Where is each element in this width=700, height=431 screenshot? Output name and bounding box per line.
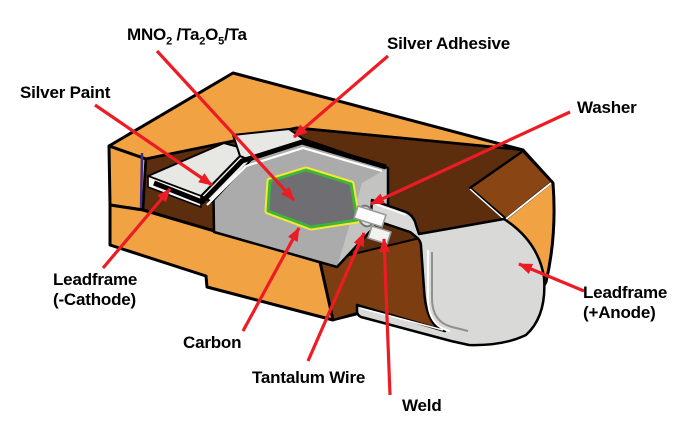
label-mno2-sub: 2 [199, 35, 206, 48]
label-mno2-part: MNO [127, 25, 167, 44]
anode-leadframe [355, 198, 546, 347]
cathode-layer-stack [147, 128, 387, 208]
label-leadframe-cathode-line2: (-Cathode) [53, 290, 136, 310]
arrow-silver-paint [94, 103, 213, 187]
label-mno2-part: /Ta [171, 25, 200, 44]
label-mno2-part: /Ta [224, 25, 247, 44]
leadframe-arm-highlight [374, 203, 407, 216]
label-mno2: MNO2 /Ta2O5/Ta [127, 25, 247, 48]
arrow-leadframe-cathode [101, 187, 172, 270]
label-washer: Washer [577, 98, 637, 117]
left-wall-edge-accent [139, 152, 144, 212]
leadframe-bend-line [431, 252, 469, 332]
molding-edge-highlight-2 [469, 188, 506, 221]
label-leadframe-anode-line2: (+Anode) [583, 303, 656, 323]
label-leadframe-anode-line1: Leadframe [583, 283, 668, 302]
label-leadframe-anode: Leadframe (+Anode) [583, 283, 667, 323]
molding-sloped-face [468, 149, 554, 221]
label-weld: Weld [402, 396, 442, 415]
label-carbon: Carbon [183, 333, 242, 352]
label-tantalum-wire: Tantalum Wire [252, 368, 366, 387]
callout-arrows [94, 49, 585, 396]
anode-leadframe-plate [355, 198, 546, 347]
label-mno2-sub: 2 [166, 35, 172, 48]
carbon-layer-line [153, 139, 387, 205]
label-leadframe-cathode: Leadframe (-Cathode) [53, 270, 137, 310]
arrow-leadframe-anode [518, 262, 585, 293]
silver-layer-highlight [206, 146, 383, 206]
leadframe-foot-highlight [359, 307, 444, 331]
label-silver-paint: Silver Paint [20, 83, 111, 102]
label-silver-adhesive: Silver Adhesive [387, 34, 510, 53]
molding-edge-highlight [505, 182, 552, 220]
label-mno2-sub: 5 [218, 35, 225, 48]
arrow-washer [370, 110, 571, 206]
arrow-silver-adhesive [292, 54, 390, 139]
label-leadframe-cathode-line1: Leadframe [53, 270, 138, 289]
arrow-tantalum-wire [306, 232, 366, 362]
arrow-mno2 [155, 49, 296, 202]
leadframe-bend-highlight [427, 250, 451, 332]
tantalum-wire-shape [353, 205, 387, 228]
arrow-carbon [241, 227, 301, 332]
arrow-weld [379, 238, 392, 396]
case-bottom-rim [108, 203, 335, 322]
label-mno2-part: O [205, 25, 219, 44]
mno2-core [266, 168, 359, 229]
